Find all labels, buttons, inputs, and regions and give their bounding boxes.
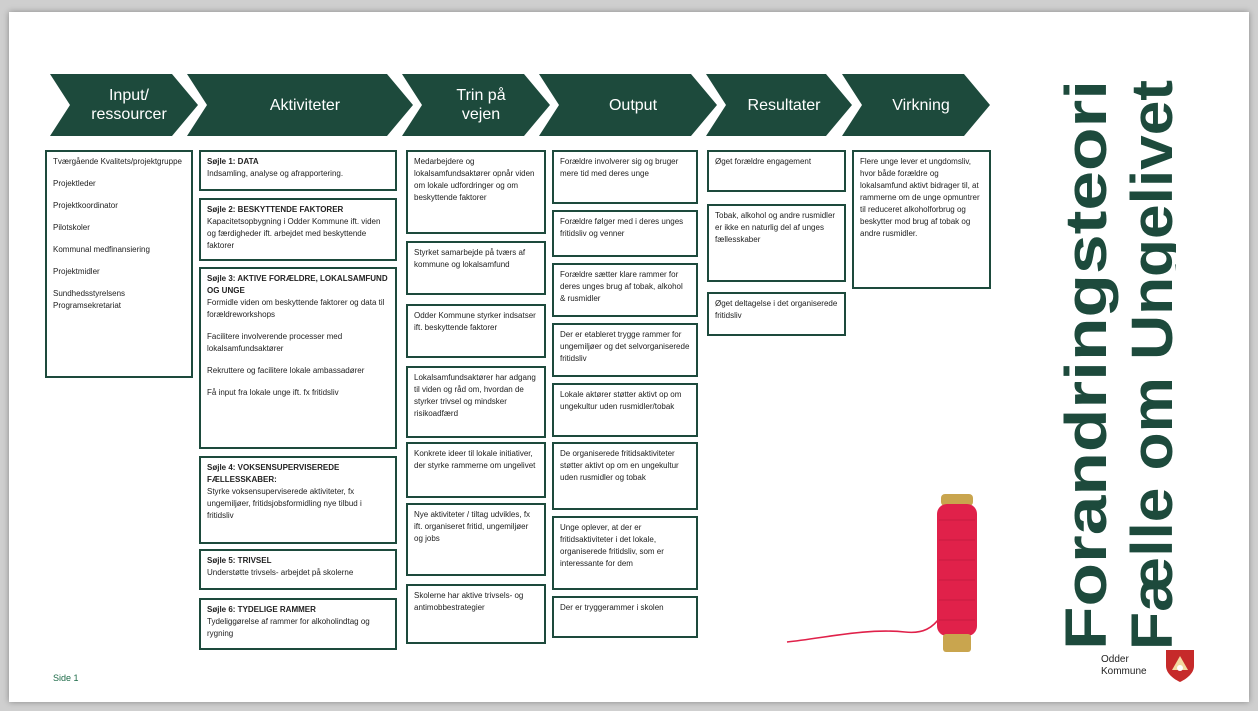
input-item: Projektmidler xyxy=(53,267,100,276)
step-box: Medarbejdere og lokalsamfundsaktører opn… xyxy=(406,150,546,234)
step-box: Konkrete ideer til lokale initiativer, d… xyxy=(406,442,546,498)
page-number: Side 1 xyxy=(53,673,79,683)
input-item: Tværgående Kvalitets/projektgruppe xyxy=(53,157,182,166)
output-box: Forældre sætter klare rammer for deres u… xyxy=(552,263,698,317)
result-box: Øget deltagelse i det organiserede friti… xyxy=(707,292,846,336)
activity-box-1: Søjle 1: DATA Indsamling, analyse og afr… xyxy=(199,150,397,191)
vertical-title: Forandringsteori Fælle om Ungelivet xyxy=(1054,80,1176,650)
input-item: Kommunal medfinansiering xyxy=(53,245,150,254)
output-box: Lokale aktører støtter aktivt op om unge… xyxy=(552,383,698,437)
result-box: Øget forældre engagement xyxy=(707,150,846,192)
output-box: Der er tryggerammer i skolen xyxy=(552,596,698,638)
activity-box-3: Søjle 3: AKTIVE FORÆLDRE, LOKALSAMFUND O… xyxy=(199,267,397,449)
step-box: Odder Kommune styrker indsatser ift. bes… xyxy=(406,304,546,358)
thread-spool-image xyxy=(786,494,977,652)
arrow-aktiviteter: Aktiviteter xyxy=(187,74,413,136)
step-box: Styrket samarbejde på tværs af kommune o… xyxy=(406,241,546,295)
step-box: Skolerne har aktive trivsels- og antimob… xyxy=(406,584,546,644)
output-box: Forældre følger med i deres unges fritid… xyxy=(552,210,698,257)
input-item: Sundhedsstyrelsens Programsekretariat xyxy=(53,289,126,310)
output-box: De organiserede fritidsaktiviteter støtt… xyxy=(552,442,698,510)
input-item: Projektkoordinator xyxy=(53,201,118,210)
input-item: Pilotskoler xyxy=(53,223,90,232)
input-box: Tværgående Kvalitets/projektgruppe Proje… xyxy=(45,150,193,378)
impact-box: Flere unge lever et ungdomsliv, hvor båd… xyxy=(852,150,991,289)
output-box: Forældre involverer sig og bruger mere t… xyxy=(552,150,698,204)
step-box: Lokalsamfundsaktører har adgang til vide… xyxy=(406,366,546,438)
arrow-output: Output xyxy=(539,74,717,136)
activity-box-5: Søjle 5: TRIVSEL Understøtte trivsels- a… xyxy=(199,549,397,590)
vertical-title-line1: Forandringsteori xyxy=(1054,80,1119,650)
arrow-trin: Trin på vejen xyxy=(402,74,550,136)
vertical-title-line2: Fælle om Ungelivet xyxy=(1120,80,1176,650)
odder-crest-icon xyxy=(1166,650,1194,682)
activity-box-4: Søjle 4: VOKSENSUPERVISEREDE FÆLLESSKABE… xyxy=(199,456,397,544)
slide: Input/ ressourcer Aktiviteter Trin på ve… xyxy=(9,12,1249,702)
arrow-virkning: Virkning xyxy=(842,74,990,136)
arrow-resultater: Resultater xyxy=(706,74,852,136)
logo-text: Odder Kommune xyxy=(1101,654,1147,677)
arrow-input: Input/ ressourcer xyxy=(50,74,198,136)
activity-box-2: Søjle 2: BESKYTTENDE FAKTORER Kapacitets… xyxy=(199,198,397,261)
output-box: Unge oplever, at der er fritidsaktivitet… xyxy=(552,516,698,590)
step-box: Nye aktiviteter / tiltag udvikles, fx if… xyxy=(406,503,546,576)
output-box: Der er etableret trygge rammer for ungem… xyxy=(552,323,698,377)
activity-box-6: Søjle 6: TYDELIGE RAMMER Tydeliggørelse … xyxy=(199,598,397,650)
result-box: Tobak, alkohol og andre rusmidler er ikk… xyxy=(707,204,846,282)
input-item: Projektleder xyxy=(53,179,96,188)
